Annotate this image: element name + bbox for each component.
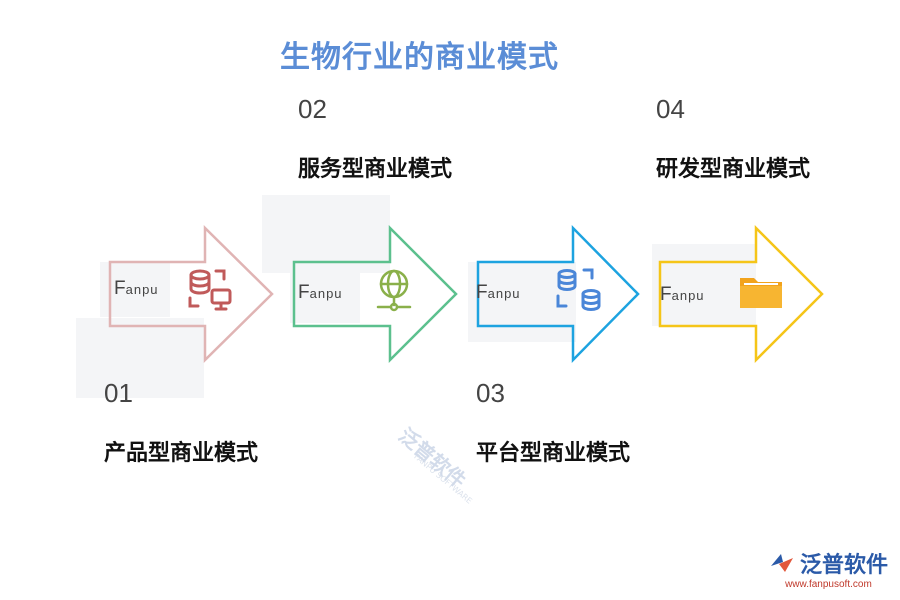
page-title: 生物行业的商业模式 bbox=[280, 40, 559, 75]
brand-name: 泛普软件 bbox=[799, 553, 888, 578]
arrow-step-3 bbox=[476, 224, 640, 364]
ghost-box bbox=[76, 318, 204, 398]
arrow-step-2 bbox=[292, 224, 458, 364]
fanpu-logo: Fanpu bbox=[298, 282, 343, 303]
brand-logo: 泛普软件 www.fanpusoft.com bbox=[769, 547, 888, 590]
step-label: 平台型商业模式 bbox=[476, 441, 631, 466]
brand-mark-icon bbox=[770, 554, 793, 572]
globe-network-icon bbox=[376, 269, 412, 312]
arrow-step-4 bbox=[658, 224, 824, 364]
fanpu-logo: Fanpu bbox=[476, 282, 521, 303]
database-sync-icon bbox=[556, 268, 601, 312]
arrow-step-1 bbox=[108, 225, 274, 363]
step-label: 研发型商业模式 bbox=[656, 157, 811, 182]
step-number: 03 bbox=[476, 378, 505, 408]
ghost-box bbox=[652, 244, 756, 326]
step-number: 02 bbox=[298, 94, 327, 124]
step-number: 01 bbox=[104, 378, 133, 408]
fanpu-logo: Fanpu bbox=[660, 284, 705, 305]
database-monitor-icon bbox=[188, 269, 232, 311]
step-number: 04 bbox=[656, 94, 685, 124]
step-label: 产品型商业模式 bbox=[104, 441, 259, 466]
step-label: 服务型商业模式 bbox=[298, 157, 453, 182]
folder-icon bbox=[740, 278, 782, 308]
ghost-box bbox=[100, 262, 170, 317]
fanpu-logo: Fanpu bbox=[114, 278, 159, 299]
brand-url: www.fanpusoft.com bbox=[785, 579, 872, 590]
ghost-box bbox=[290, 258, 360, 323]
